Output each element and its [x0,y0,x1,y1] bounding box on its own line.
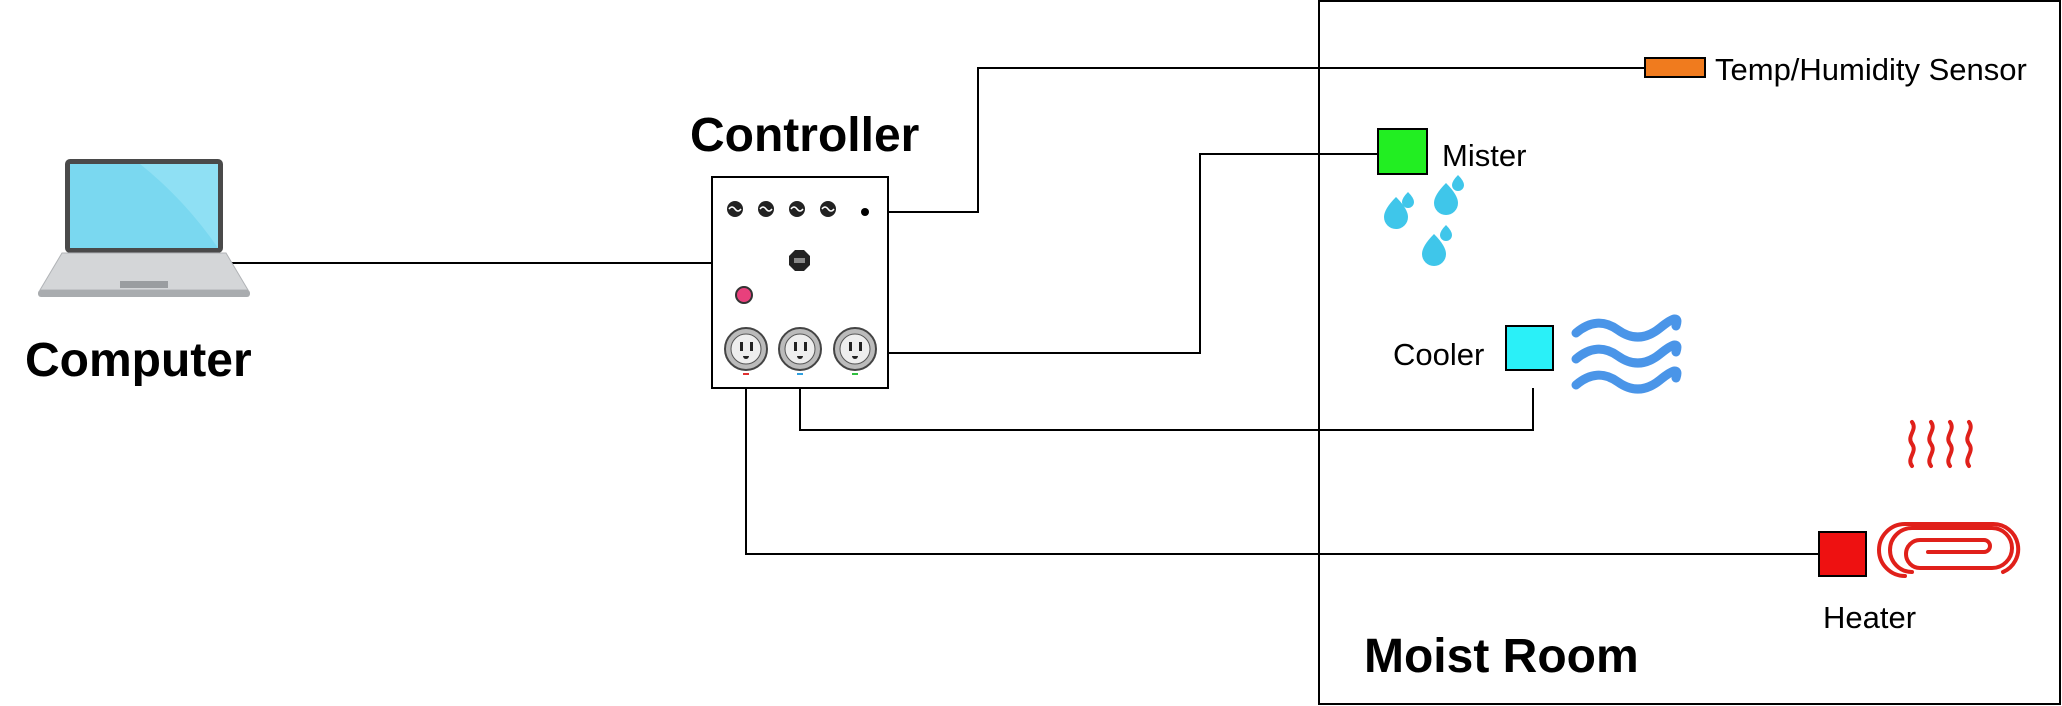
mister-label: Mister [1442,138,1526,173]
sensor-label: Temp/Humidity Sensor [1715,52,2027,87]
usb-port-icon [789,250,810,271]
laptop-icon [38,159,250,297]
water-drops-icon [1384,175,1464,266]
moist-room-title: Moist Room [1364,630,1639,683]
heater-label: Heater [1823,600,1916,635]
air-waves-icon [1571,314,1682,394]
controller-box [711,176,889,389]
sensor-box [1644,57,1706,78]
wire-mister [870,153,1378,354]
heater-box [1818,531,1867,577]
wires [232,67,1819,555]
moist-room-boundary [1318,0,2061,705]
power-outlet-icon [724,327,877,371]
mister-box [1377,128,1428,175]
computer-label: Computer [25,334,252,387]
controller-title: Controller [690,109,919,162]
wire-sensor [867,67,1645,213]
status-indicator [735,286,753,304]
wire-heater [745,372,1819,555]
cooler-label: Cooler [1393,337,1484,372]
connector-row [727,201,869,217]
heating-coil-icon [1877,420,2021,578]
wire-cooler [799,372,1534,431]
cooler-box [1505,325,1554,371]
